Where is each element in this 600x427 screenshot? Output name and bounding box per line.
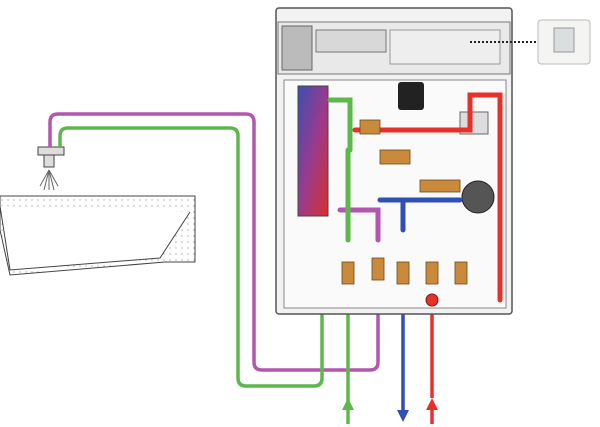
flow-up-arrow-icon [426,398,438,410]
tap-icon [37,146,65,191]
hot-water-outlet-pipe [48,112,380,372]
return-down-arrow-icon [397,410,409,422]
bath-tub [0,195,196,276]
plate-heat-exchanger [297,85,329,217]
pump [461,180,495,214]
room-thermostat [537,19,591,65]
cold-inlet-up-arrow-icon [342,398,354,410]
heat-interface-unit [275,7,513,315]
